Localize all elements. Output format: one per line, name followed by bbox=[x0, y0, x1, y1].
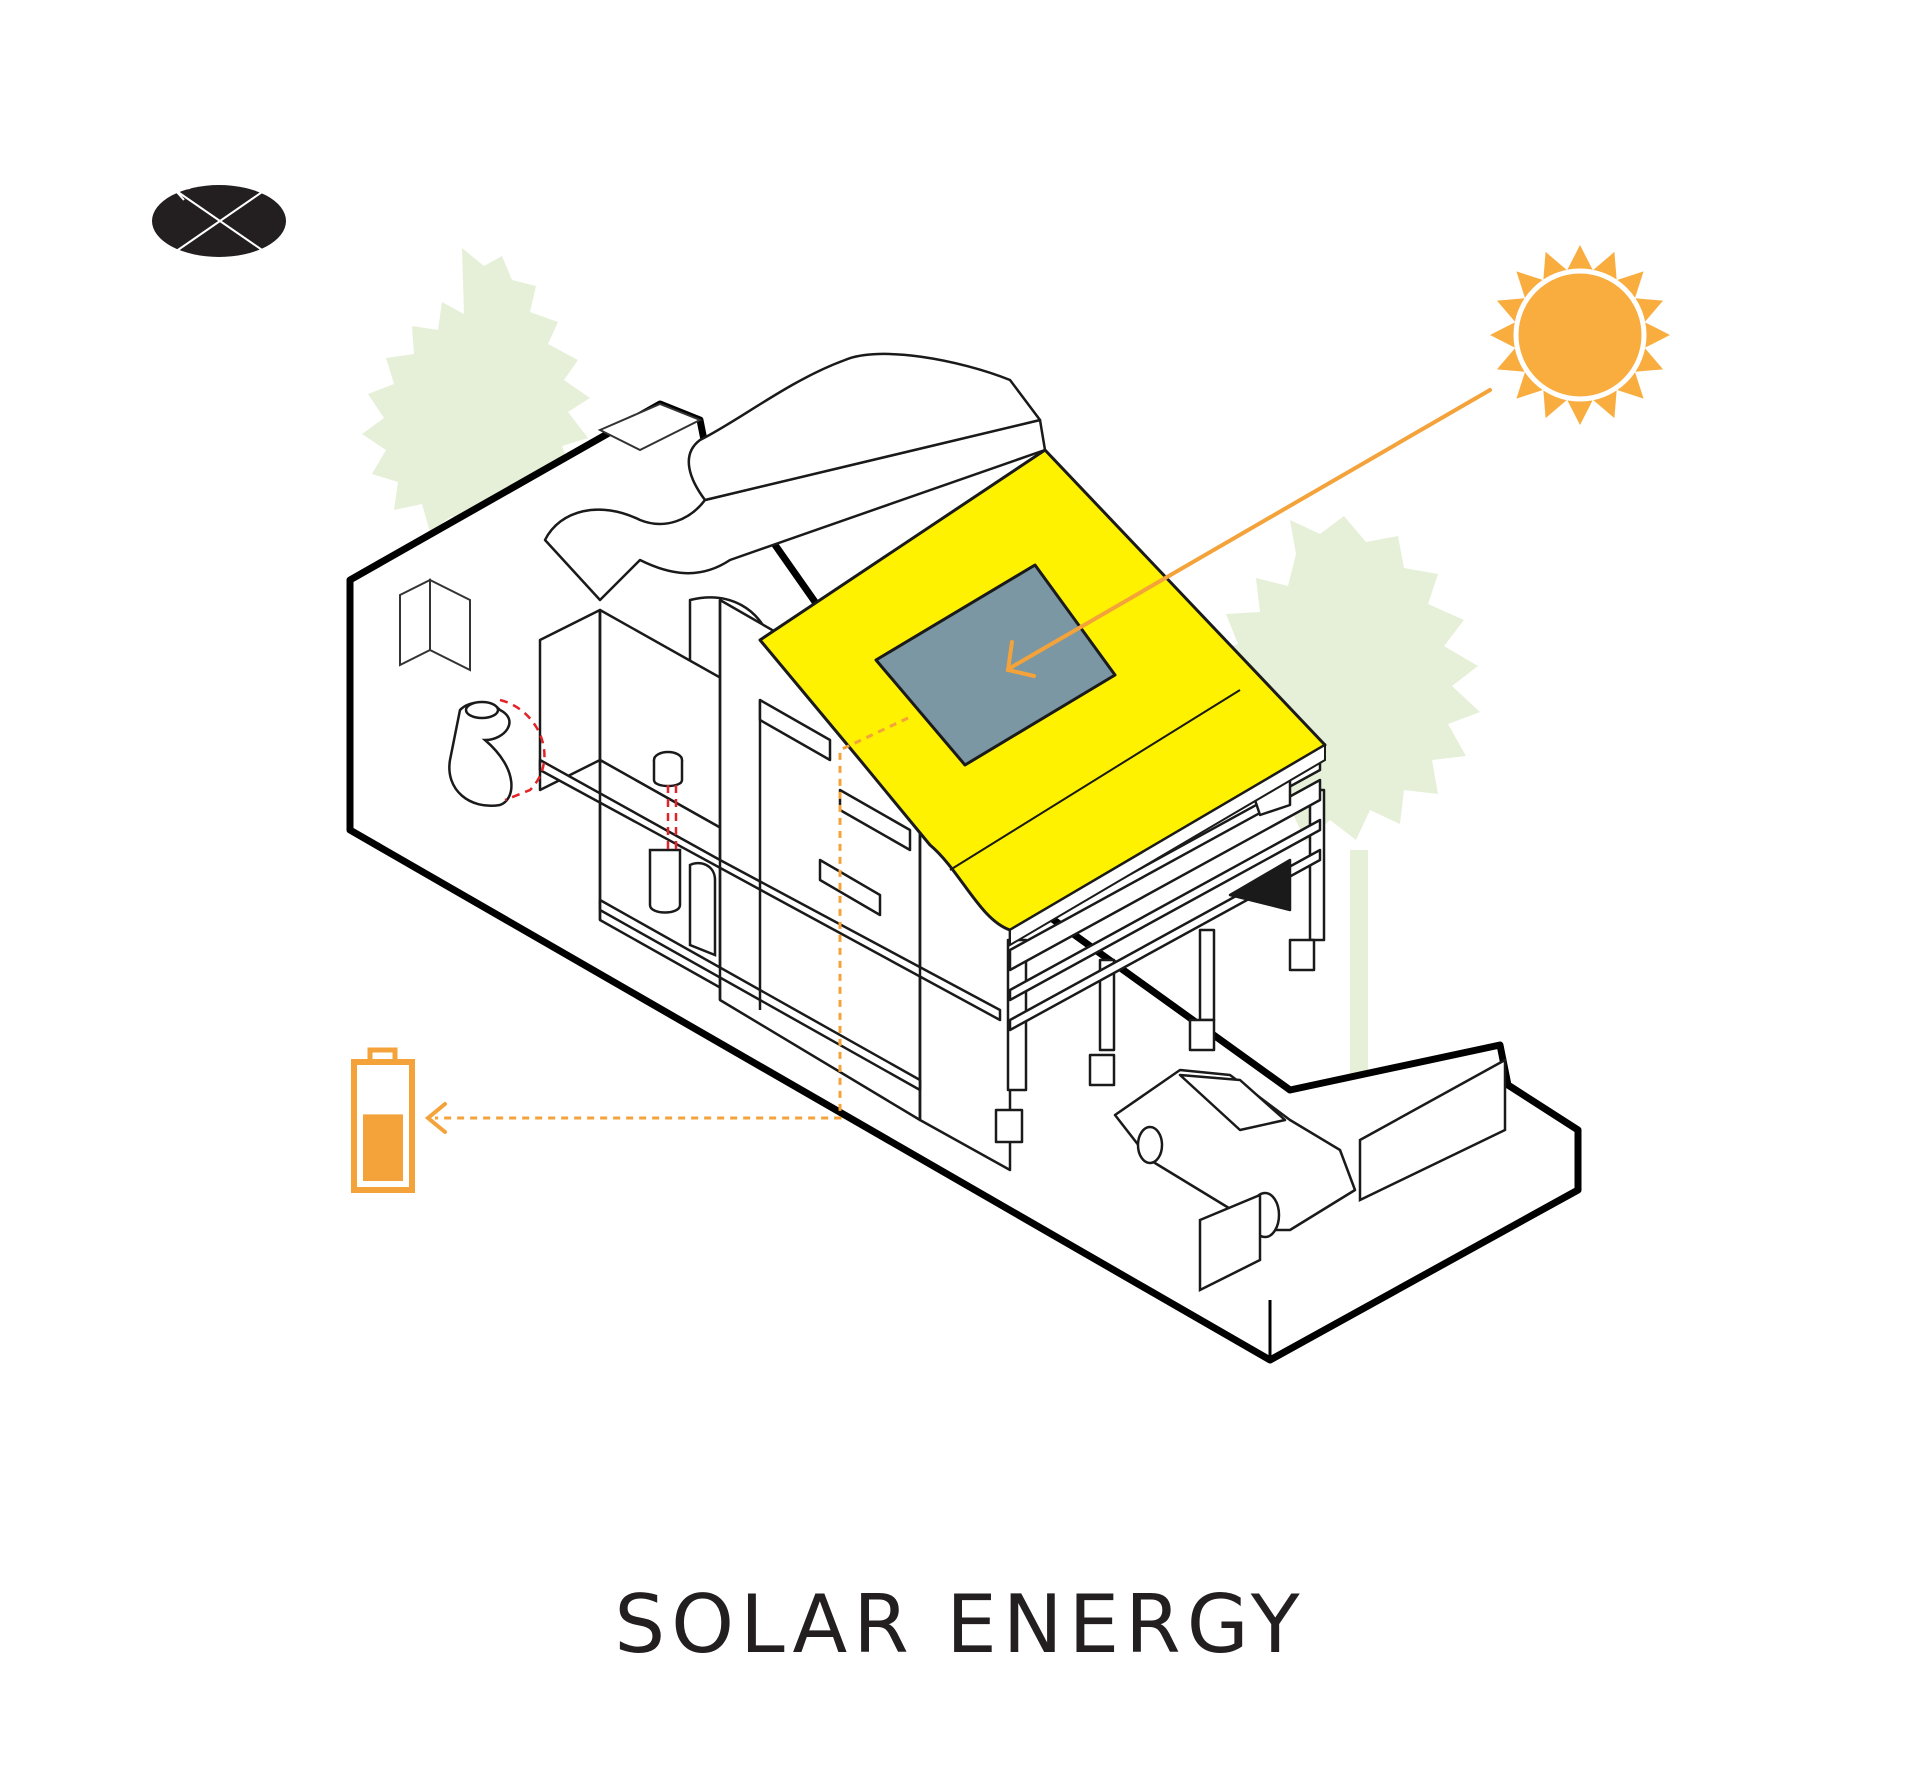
diagram-title: SOLAR ENERGY bbox=[614, 1578, 1306, 1671]
sunlight-ray bbox=[1005, 388, 1492, 678]
water-tank bbox=[448, 700, 513, 808]
energy-flow-arrowhead bbox=[424, 1102, 447, 1134]
water-line bbox=[499, 698, 678, 850]
garden-wall bbox=[399, 402, 703, 672]
driveway-wall bbox=[1198, 1057, 1507, 1293]
north-arrow-icon bbox=[152, 185, 286, 257]
cistern bbox=[648, 750, 717, 957]
battery-level bbox=[363, 1114, 403, 1181]
solar-panel-icon bbox=[874, 563, 1117, 767]
sun-icon bbox=[1490, 245, 1670, 425]
battery-icon bbox=[351, 1047, 415, 1193]
